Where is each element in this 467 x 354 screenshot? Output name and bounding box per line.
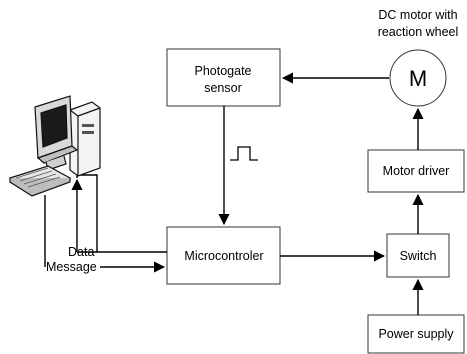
- microcontroller-block: Microcontroler: [166, 226, 281, 285]
- power-supply-block: Power supply: [367, 314, 465, 354]
- dc-motor: M: [389, 49, 447, 107]
- switch-label: Switch: [400, 249, 437, 263]
- photogate-sensor-block: Photogate sensor: [166, 48, 281, 107]
- desktop-computer-icon: [8, 95, 101, 197]
- data-link: Data: [68, 174, 167, 259]
- message-label: Message: [46, 260, 97, 274]
- power-supply-label: Power supply: [378, 327, 454, 341]
- motor-caption-line2: reaction wheel: [378, 25, 459, 39]
- motor-driver-label: Motor driver: [383, 164, 450, 178]
- photogate-label-line1: Photogate: [195, 64, 252, 78]
- photogate-label-line2: sensor: [204, 81, 242, 95]
- data-label: Data: [68, 245, 94, 259]
- microcontroller-label: Microcontroler: [184, 249, 263, 263]
- motor-caption-line1: DC motor with: [378, 8, 457, 22]
- switch-block: Switch: [386, 233, 450, 278]
- square-pulse-icon: [230, 146, 258, 161]
- message-link: Message: [44, 195, 166, 274]
- motor-driver-block: Motor driver: [367, 149, 465, 193]
- motor-symbol: M: [409, 66, 427, 91]
